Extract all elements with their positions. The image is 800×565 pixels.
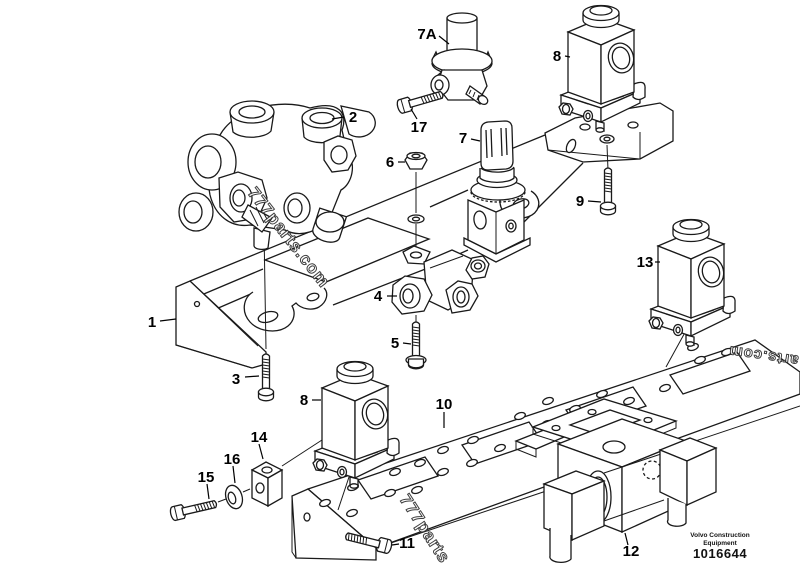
callout-4: 4 [374, 288, 383, 305]
callout-6: 6 [386, 154, 394, 171]
callout-7: 7 [459, 130, 467, 147]
plate-holes [319, 342, 733, 518]
callout-16: 16 [224, 451, 241, 468]
valve-bank-plates [514, 398, 678, 458]
lower-plate [291, 339, 800, 561]
callout-10: 10 [436, 396, 453, 413]
nut-6 [404, 151, 428, 224]
callout-9: 9 [576, 193, 584, 210]
callout-3: 3 [232, 371, 240, 388]
callout-2: 2 [349, 109, 357, 126]
washer-16 [224, 484, 244, 510]
callout-8-mid: 8 [300, 392, 308, 409]
solenoid-valve-13 [648, 218, 736, 347]
callout-5: 5 [391, 335, 399, 352]
callout-13: 13 [637, 254, 654, 271]
callout-1: 1 [148, 314, 156, 331]
footer-brand-line1: Volvo Construction [690, 532, 749, 539]
valve-bank-12 [542, 418, 718, 564]
footer-part-number: 1016644 [693, 546, 747, 561]
bolt-9 [599, 167, 617, 216]
callout-17: 17 [411, 119, 428, 136]
callout-7a: 7A [417, 26, 436, 43]
pressure-regulator-7 [463, 120, 531, 263]
upper-bracket [175, 102, 674, 369]
callout-15: 15 [198, 469, 215, 486]
footer: Volvo Construction Equipment 1016644 [690, 532, 749, 561]
t-fitting-4 [391, 245, 490, 315]
footer-brand-line2: Equipment [703, 540, 737, 547]
callout-11: 11 [399, 535, 415, 552]
leader-lines [159, 35, 660, 546]
bolt-5 [405, 321, 427, 370]
callout-14: 14 [251, 429, 268, 446]
callout-8-top: 8 [553, 48, 561, 65]
valve-block [178, 100, 376, 251]
callout-12: 12 [623, 543, 640, 560]
pressure-regulator-7a [430, 12, 493, 106]
block-14 [250, 461, 284, 508]
bolt-15 [168, 496, 219, 522]
callout-labels: 1 2 3 4 5 6 7 7A 8 8 9 10 11 12 13 14 15… [148, 26, 654, 560]
